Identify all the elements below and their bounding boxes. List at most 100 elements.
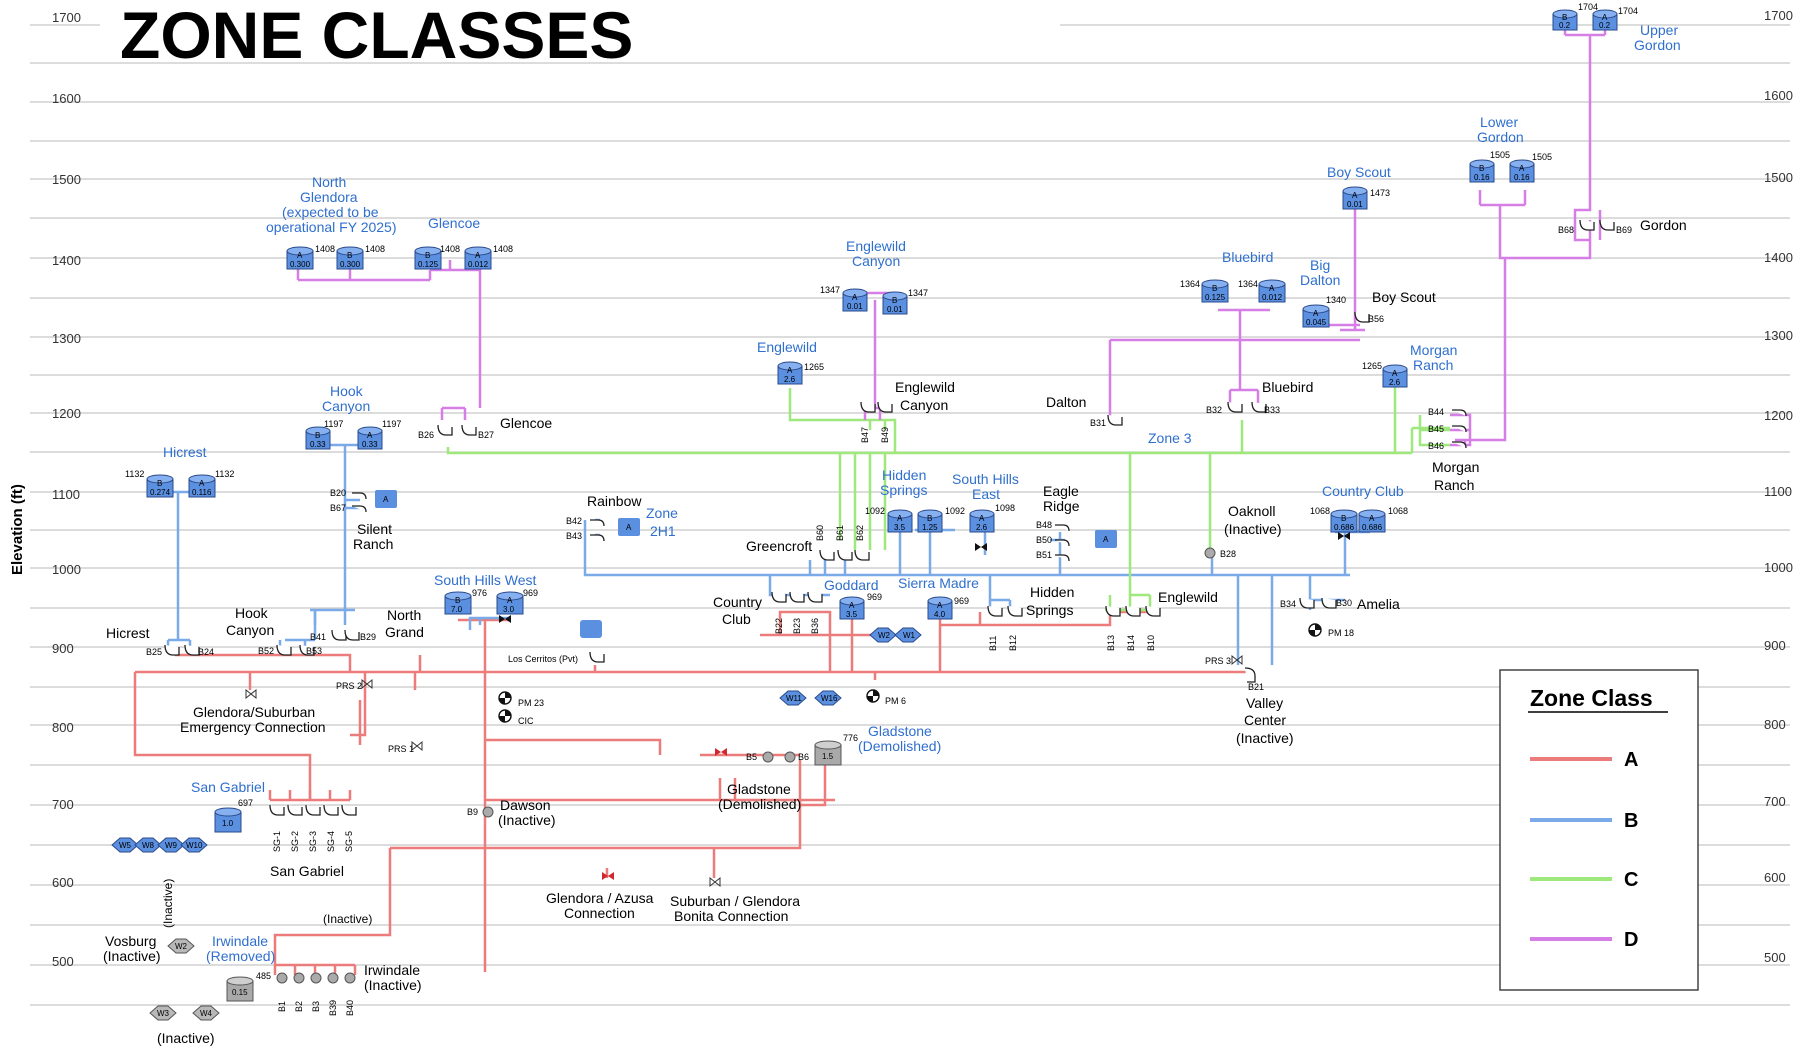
svg-text:1098: 1098 — [995, 503, 1015, 513]
svg-text:1408: 1408 — [365, 244, 385, 254]
label: Zone — [646, 505, 678, 521]
well-icon: W8 — [134, 837, 162, 853]
svg-text:B14: B14 — [1126, 635, 1136, 651]
svg-text:B39: B39 — [328, 1000, 338, 1016]
svg-text:B30: B30 — [1336, 598, 1352, 608]
svg-text:0.16: 0.16 — [1514, 173, 1530, 182]
svg-text:B22: B22 — [774, 618, 784, 634]
pump-icon — [327, 972, 339, 984]
svg-text:0.01: 0.01 — [847, 302, 863, 311]
svg-text:B44: B44 — [1428, 407, 1444, 417]
label: Connection — [564, 905, 635, 921]
label: Suburban / Glendora — [670, 893, 800, 909]
tank-icon: B0.686 — [1330, 509, 1358, 533]
svg-text:697: 697 — [238, 798, 253, 808]
svg-text:A: A — [1313, 309, 1319, 318]
svg-text:7.0: 7.0 — [451, 605, 463, 614]
pump-icon — [287, 804, 303, 816]
svg-text:0.045: 0.045 — [1306, 318, 1327, 327]
svg-text:B46: B46 — [1428, 441, 1444, 451]
svg-text:B67: B67 — [330, 503, 346, 513]
pump-icon — [789, 591, 805, 603]
svg-text:A: A — [1269, 284, 1275, 293]
svg-text:0.012: 0.012 — [468, 260, 489, 269]
svg-text:W2: W2 — [175, 942, 188, 951]
legend-title: Zone Class — [1530, 685, 1653, 711]
svg-text:B26: B26 — [418, 430, 434, 440]
elevation-label: 800 — [52, 720, 74, 735]
svg-text:B: B — [157, 479, 162, 488]
label: Canyon — [226, 622, 274, 638]
label: Bluebird — [1262, 379, 1313, 395]
pump-icon — [269, 804, 285, 816]
label: Springs — [1026, 602, 1073, 618]
meter-icon — [498, 709, 512, 723]
pump-icon — [1251, 401, 1267, 413]
svg-text:A: A — [1519, 164, 1525, 173]
pump-icon — [482, 806, 494, 818]
svg-text:B40: B40 — [345, 1000, 355, 1016]
svg-text:B33: B33 — [1264, 405, 1280, 415]
label: Emergency Connection — [180, 719, 326, 735]
label: South Hills West — [434, 572, 537, 588]
meter-icon — [866, 689, 880, 703]
pump-icon — [1299, 597, 1315, 609]
label: Glendora/Suburban — [193, 704, 315, 720]
pump-icon — [352, 492, 367, 500]
svg-text:SG-4: SG-4 — [326, 831, 336, 852]
svg-text:PRS 2: PRS 2 — [336, 681, 362, 691]
svg-text:B5: B5 — [746, 752, 757, 762]
label: Gordon — [1477, 129, 1524, 145]
svg-text:1068: 1068 — [1310, 506, 1330, 516]
svg-text:1347: 1347 — [820, 285, 840, 295]
tank-icon: B0.300 — [336, 246, 364, 270]
label: Irwindale — [212, 933, 268, 949]
tank-icon: B0.01 — [882, 291, 908, 315]
svg-text:B61: B61 — [835, 525, 845, 541]
pump-icon — [854, 549, 870, 561]
station-tags: B68 B69 B56 B26 B27 B31 B32 B33 B44 B45 … — [146, 225, 1632, 1016]
svg-text:W10: W10 — [186, 841, 203, 850]
svg-text:PM 18: PM 18 — [1328, 628, 1354, 638]
pump-icon — [293, 972, 305, 984]
svg-text:B68: B68 — [1558, 225, 1574, 235]
svg-text:0.2: 0.2 — [1599, 21, 1611, 30]
svg-text:B11: B11 — [988, 636, 998, 651]
svg-text:1408: 1408 — [493, 244, 513, 254]
label: Glencoe — [428, 215, 480, 231]
tank-icon: B7.0 — [444, 591, 472, 615]
svg-text:B62: B62 — [855, 525, 865, 541]
label: Center — [1244, 712, 1286, 728]
label: (Inactive) — [157, 1030, 215, 1046]
svg-text:0.274: 0.274 — [150, 488, 171, 497]
label: Eagle — [1043, 483, 1079, 499]
svg-text:B29: B29 — [360, 632, 376, 642]
svg-text:B50: B50 — [1036, 535, 1052, 545]
label: Glendora — [300, 189, 358, 205]
legend-label: C — [1624, 869, 1638, 891]
svg-text:B25: B25 — [146, 647, 162, 657]
svg-text:1265: 1265 — [1362, 361, 1382, 371]
svg-text:969: 969 — [954, 596, 969, 606]
label: Country Club — [1322, 483, 1404, 499]
svg-text:1347: 1347 — [908, 288, 928, 298]
svg-text:2.6: 2.6 — [976, 523, 988, 532]
tank-icon: A0.16 — [1509, 159, 1535, 183]
svg-text:B: B — [892, 296, 897, 305]
label: Amelia — [1357, 596, 1400, 612]
label: Greencroft — [746, 538, 812, 554]
svg-text:B: B — [315, 431, 320, 440]
svg-text:1408: 1408 — [315, 244, 335, 254]
tank-icon: A2.6 — [969, 509, 995, 533]
svg-text:W9: W9 — [165, 841, 178, 850]
label: (Inactive) — [498, 812, 556, 828]
tank-icon: A0.012 — [464, 246, 492, 270]
elevation-label: 1500 — [1764, 170, 1793, 185]
pump-icon — [837, 549, 853, 561]
label: Englewild — [895, 379, 955, 395]
label: Morgan — [1432, 459, 1479, 475]
svg-text:B: B — [425, 251, 430, 260]
svg-text:1197: 1197 — [324, 419, 343, 429]
svg-text:B42: B42 — [566, 516, 582, 526]
svg-text:A: A — [849, 601, 855, 610]
